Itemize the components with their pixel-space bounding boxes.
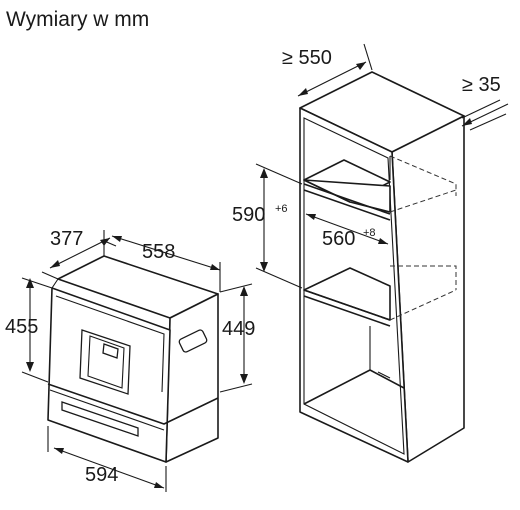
label-niche-width-tolerance: +8: [363, 227, 376, 239]
dim-appliance-height-front: [21, 277, 53, 383]
label-appliance-width: 558: [142, 241, 175, 263]
dim-cabinet-back-gap: [461, 99, 509, 131]
label-cabinet-back-gap: ≥ 35: [462, 74, 501, 96]
dim-appliance-width: [103, 230, 221, 292]
drawing-title: Wymiary w mm: [6, 8, 149, 31]
label-niche-height-tolerance: +6: [275, 203, 288, 215]
dim-appliance-height-side: [219, 283, 253, 393]
dim-niche-height: [255, 163, 303, 289]
label-appliance-height-front: 455: [5, 316, 38, 338]
dim-appliance-total-width: [47, 426, 167, 492]
coffee-machine-drawing: [47, 255, 219, 463]
label-niche-height: 590: [232, 204, 265, 226]
label-niche-width: 560: [322, 228, 355, 250]
label-appliance-depth: 377: [50, 228, 83, 250]
label-cabinet-depth: ≥ 550: [282, 47, 332, 69]
label-appliance-total-width: 594: [85, 464, 118, 486]
dim-cabinet-depth: [297, 43, 373, 97]
dim-appliance-depth: [41, 237, 117, 280]
tall-cabinet-drawing: [299, 71, 465, 463]
dim-niche-width: [305, 213, 389, 245]
label-appliance-height-side: 449: [222, 318, 255, 340]
